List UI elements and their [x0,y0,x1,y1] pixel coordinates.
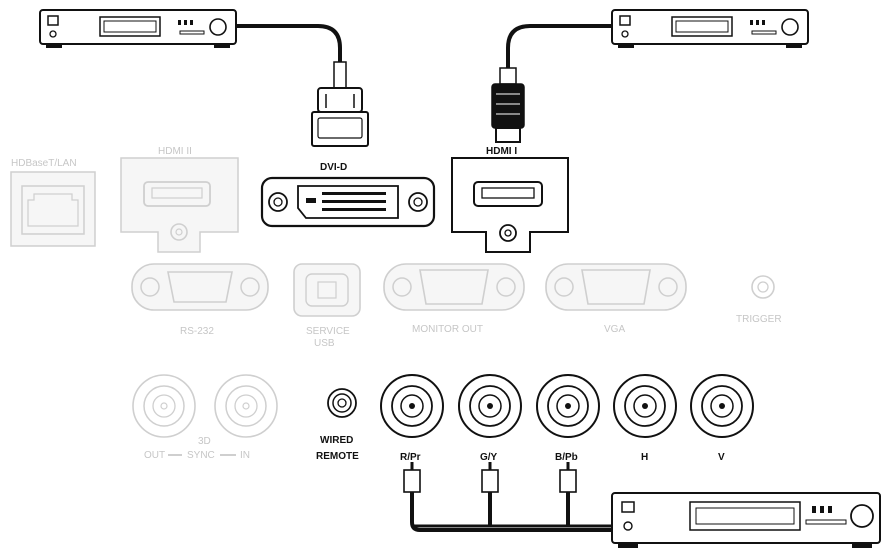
sync-out-label: OUT [144,450,165,461]
trigger-label: TRIGGER [736,314,782,325]
service-usb-port: SERVICE USB [293,263,361,349]
dvi-d-label: DVI-D [320,162,347,173]
hdmi1-label: HDMI I [486,146,517,157]
sync-in-label: IN [240,450,250,461]
sync-word-label: SYNC [187,450,215,461]
bnc-rpr-port: R/Pr [380,374,444,463]
bnc-h-label: H [641,452,648,463]
wired-remote-label-1: WIRED [320,435,353,446]
hdbaset-lan-port: HDBaseT/LAN [10,158,96,247]
bnc-v-label: V [718,452,725,463]
monitor-out-port: MONITOR OUT [383,263,525,335]
bnc-gy-label: G/Y [480,452,498,463]
hdmi2-port: HDMI II [120,146,239,253]
rs232-port: RS-232 [131,263,269,337]
dvi-cable [236,24,369,147]
vga-label: VGA [604,324,625,335]
service-usb-label-1: SERVICE [306,326,350,337]
bnc-h-port: H [613,374,677,463]
sync-3d-ports: 3D OUT SYNC IN [132,374,278,461]
rs232-label: RS-232 [180,326,214,337]
hdmi1-port: HDMI I [451,146,569,253]
bnc-v-port: V [690,374,754,463]
hdmi-cable [491,24,612,143]
bnc-bpb-label: B/Pb [555,452,578,463]
dvi-d-port: DVI-D [260,162,436,228]
sync-3d-label: 3D [198,436,211,447]
bnc-bpb-port: B/Pb [536,374,600,463]
source-device-dvi [39,9,237,48]
source-device-component [611,492,881,548]
source-device-hdmi [611,9,809,48]
service-usb-label-2: USB [314,338,335,349]
component-cables [403,462,612,532]
vga-port: VGA [545,263,687,335]
wired-remote-label-2: REMOTE [316,451,359,462]
hdbaset-lan-label: HDBaseT/LAN [11,158,77,169]
hdmi2-label: HDMI II [158,146,192,157]
trigger-port: TRIGGER [736,275,782,325]
bnc-rpr-label: R/Pr [400,452,421,463]
bnc-gy-port: G/Y [458,374,522,463]
monitor-out-label: MONITOR OUT [412,324,483,335]
wired-remote-port: WIRED REMOTE [316,388,359,462]
